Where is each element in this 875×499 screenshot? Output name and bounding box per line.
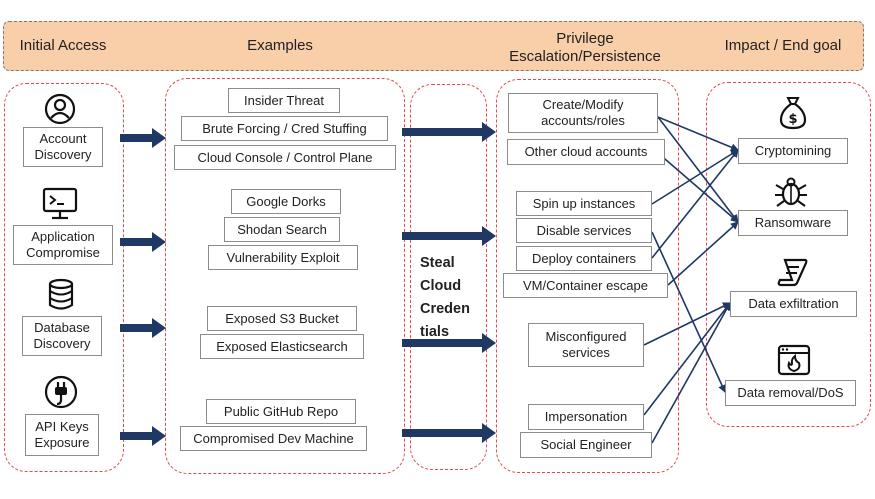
privilege-disable-services: Disable services	[516, 218, 652, 243]
edge-impersonation-to-exfil	[643, 302, 731, 416]
header-privilege-line2: Escalation/Persistence	[509, 48, 661, 65]
scroll-icon	[777, 258, 808, 287]
steal-line-3: Creden	[420, 301, 470, 317]
initial-access-api-keys-exposure: API Keys Exposure	[25, 414, 99, 456]
steal-line-2: Cloud	[420, 278, 462, 294]
panel-initial-access	[4, 83, 124, 472]
block-arrow-api-keys	[120, 426, 166, 446]
privilege-impersonation: Impersonation	[528, 404, 644, 430]
initial-access-database-discovery: Database Discovery	[22, 316, 102, 356]
block-arrow-application	[120, 232, 166, 252]
example-google-dorks: Google Dorks	[231, 189, 341, 214]
example-compromised-dev-machine: Compromised Dev Machine	[180, 426, 367, 451]
example-exposed-s3-bucket: Exposed S3 Bucket	[207, 306, 357, 331]
privilege-misconfigured-services: Misconfigured services	[528, 323, 644, 367]
impact-data-exfiltration: Data exfiltration	[730, 291, 857, 317]
privilege-social-engineer: Social Engineer	[520, 432, 652, 458]
privilege-vm-container-escape: VM/Container escape	[503, 273, 668, 298]
impact-data-removal-dos: Data removal/DoS	[725, 380, 856, 406]
plug-icon	[44, 375, 78, 409]
example-cloud-console: Cloud Console / Control Plane	[174, 145, 396, 170]
example-public-github-repo: Public GitHub Repo	[206, 399, 356, 424]
edge-disable-to-dos	[651, 231, 726, 393]
edge-social-to-exfil	[651, 302, 731, 444]
header-initial-access: Initial Access	[19, 37, 107, 54]
example-brute-forcing: Brute Forcing / Cred Stuffing	[181, 116, 388, 141]
edge-deploy-to-crypto	[651, 149, 739, 259]
phase-header-band	[3, 21, 864, 71]
initial-access-account-discovery: Account Discovery	[23, 127, 103, 167]
initial-access-application-compromise: Application Compromise	[13, 225, 113, 265]
user-circle-icon	[44, 93, 76, 125]
svg-text:$: $	[788, 112, 797, 127]
steal-credentials-label: Steal Cloud Creden tials	[420, 252, 490, 344]
steal-line-4: tials	[420, 324, 450, 340]
bug-icon	[775, 177, 807, 207]
edge-spinup-to-crypto	[651, 149, 739, 205]
money-bag-icon: $	[779, 97, 807, 130]
database-icon	[48, 278, 74, 310]
privilege-deploy-containers: Deploy containers	[516, 246, 652, 271]
terminal-monitor-icon	[42, 187, 78, 220]
impact-ransomware: Ransomware	[738, 210, 848, 236]
header-examples: Examples	[247, 37, 313, 54]
privilege-spin-up-instances: Spin up instances	[516, 191, 652, 216]
block-arrow-example-group-3	[402, 333, 496, 353]
example-exposed-elasticsearch: Exposed Elasticsearch	[200, 334, 364, 359]
example-vulnerability-exploit: Vulnerability Exploit	[208, 245, 358, 270]
edge-othercloud-to-ransom	[657, 152, 739, 223]
block-arrow-database	[120, 318, 166, 338]
edge-create-to-ransom	[657, 116, 739, 223]
panel-examples	[165, 78, 405, 474]
impact-cryptomining: Cryptomining	[738, 138, 848, 164]
block-arrow-example-group-4	[402, 423, 496, 443]
privilege-other-cloud-accounts: Other cloud accounts	[507, 139, 665, 165]
example-insider-threat: Insider Threat	[228, 88, 340, 113]
burning-window-icon	[777, 344, 811, 376]
edge-create-to-crypto	[657, 116, 739, 152]
steal-line-1: Steal	[420, 255, 455, 271]
header-impact: Impact / End goal	[724, 37, 842, 54]
block-arrow-account	[120, 128, 166, 148]
edge-vmescape-to-ransom	[667, 221, 739, 286]
privilege-create-modify-accounts: Create/Modify accounts/roles	[508, 93, 658, 133]
header-privilege-line1: Privilege	[556, 30, 614, 47]
example-shodan-search: Shodan Search	[224, 217, 340, 242]
block-arrow-example-group-2	[402, 226, 496, 246]
edge-misconfig-to-exfil	[643, 302, 731, 346]
block-arrow-example-group-1	[402, 122, 496, 142]
panel-impact	[706, 82, 871, 427]
panel-steal-credentials	[410, 84, 487, 470]
